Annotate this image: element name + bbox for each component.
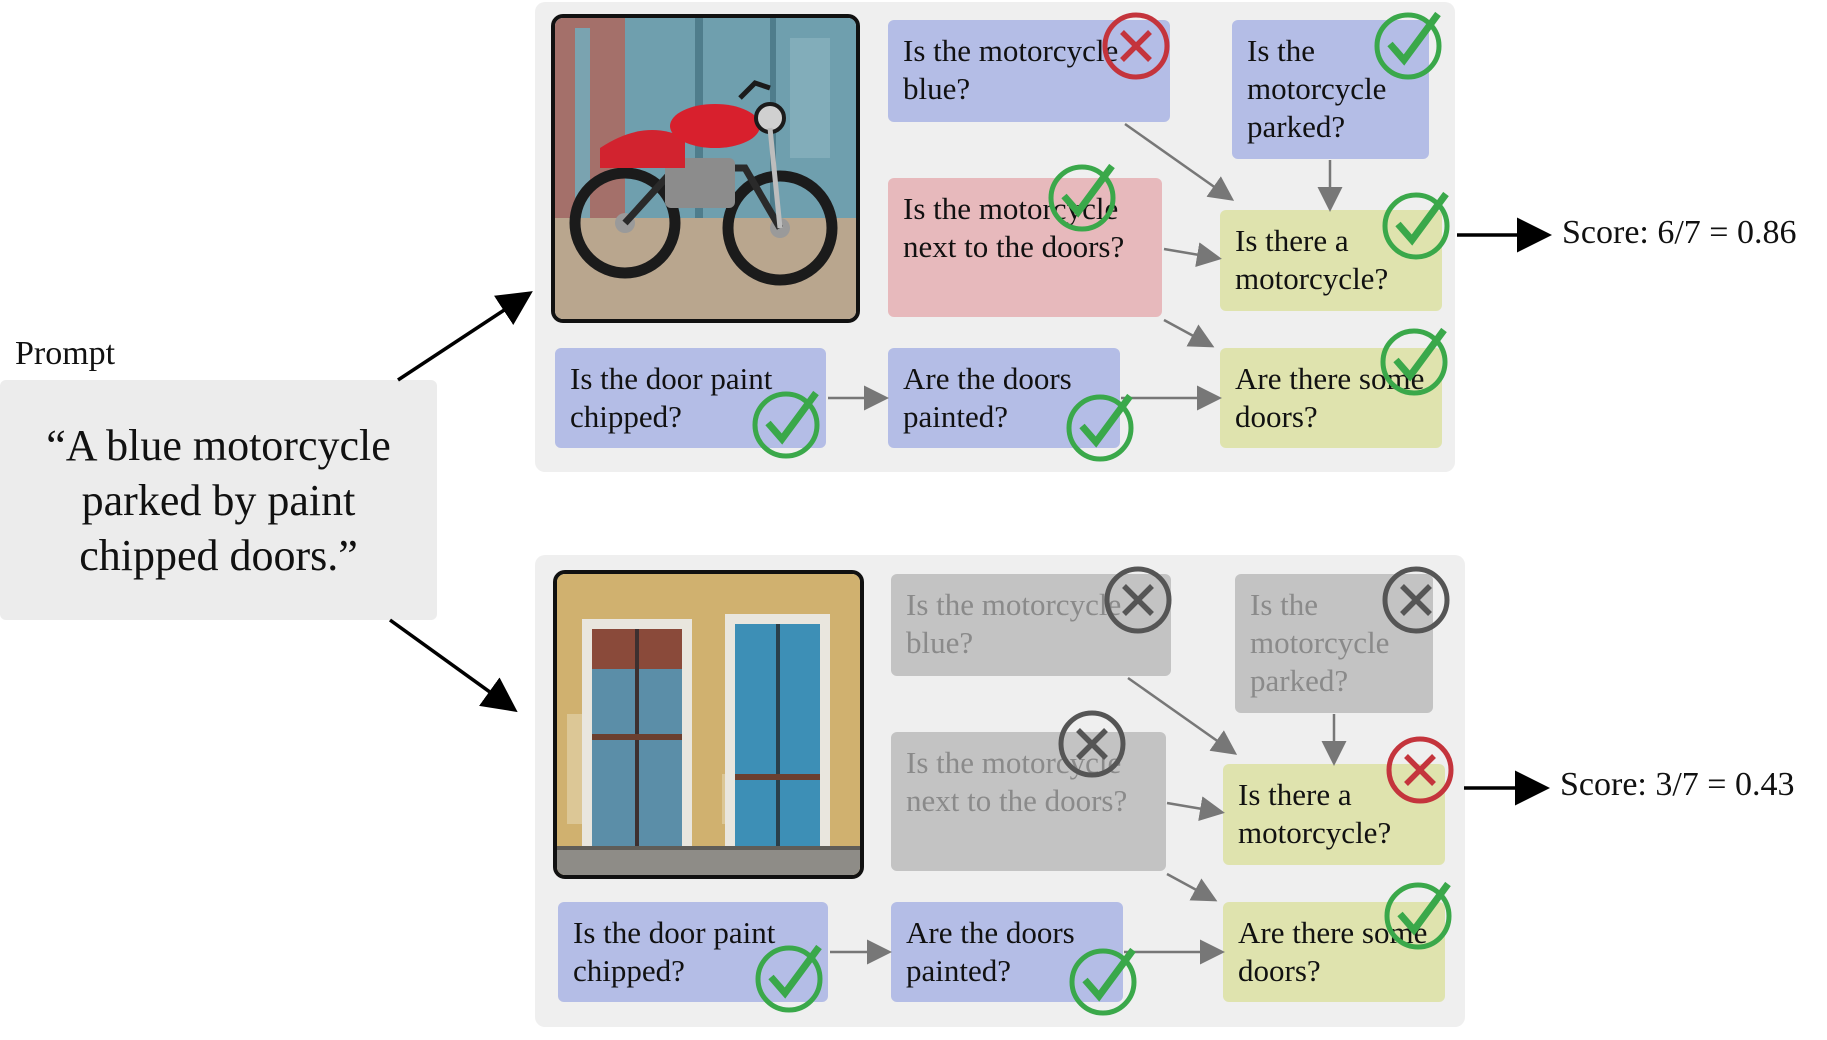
prompt-arrow-top xyxy=(397,291,533,382)
cross-icon xyxy=(1102,12,1170,80)
question-painted: Are the doors painted? xyxy=(888,348,1120,448)
cross-icon xyxy=(1382,566,1450,634)
dep-arrow xyxy=(1163,318,1215,348)
prompt-box: “A blue motorcycle parked by paint chipp… xyxy=(0,380,437,620)
question-parked-2: Is the motorcycle parked? xyxy=(1235,574,1433,713)
question-chipped: Is the door paint chipped? xyxy=(555,348,826,448)
question-chipped-2: Is the door paint chipped? xyxy=(558,902,828,1002)
dep-arrow xyxy=(1124,122,1235,201)
dep-arrow xyxy=(1166,872,1218,902)
prompt-arrow-bottom xyxy=(388,618,518,713)
question-parked: Is the motorcycle parked? xyxy=(1232,20,1429,159)
question-painted-2: Are the doors painted? xyxy=(891,902,1123,1002)
check-icon xyxy=(1384,881,1452,950)
question-blue-2: Is the motorcycle blue? xyxy=(891,574,1171,676)
motorcycle-illustration xyxy=(555,18,856,319)
check-icon xyxy=(1066,393,1134,462)
check-icon xyxy=(1374,11,1442,80)
check-icon xyxy=(1382,191,1450,260)
score-top: Score: 6/7 = 0.86 xyxy=(1562,214,1797,251)
prompt-text: “A blue motorcycle parked by paint chipp… xyxy=(46,420,391,580)
prompt-label: Prompt xyxy=(15,335,116,372)
check-icon xyxy=(1069,947,1137,1016)
dep-arrow xyxy=(1166,796,1225,821)
question-there-motorcycle-2: Is there a motorcycle? xyxy=(1223,764,1445,865)
cross-icon xyxy=(1386,736,1454,804)
doors-image xyxy=(553,570,864,879)
motorcycle-image xyxy=(551,14,860,323)
score-bottom: Score: 3/7 = 0.43 xyxy=(1560,766,1795,803)
question-next-to: Is the motorcycle next to the doors? xyxy=(888,178,1162,317)
check-icon xyxy=(755,944,823,1013)
cross-icon xyxy=(1104,566,1172,634)
doors-illustration xyxy=(557,574,860,875)
check-icon xyxy=(1380,327,1448,396)
question-some-doors: Are there some doors? xyxy=(1220,348,1442,448)
question-blue: Is the motorcycle blue? xyxy=(888,20,1170,122)
dep-arrow xyxy=(1163,242,1222,267)
check-icon xyxy=(1048,163,1116,232)
cross-icon xyxy=(1058,710,1126,778)
check-icon xyxy=(752,390,820,459)
dep-arrow xyxy=(1127,676,1238,755)
